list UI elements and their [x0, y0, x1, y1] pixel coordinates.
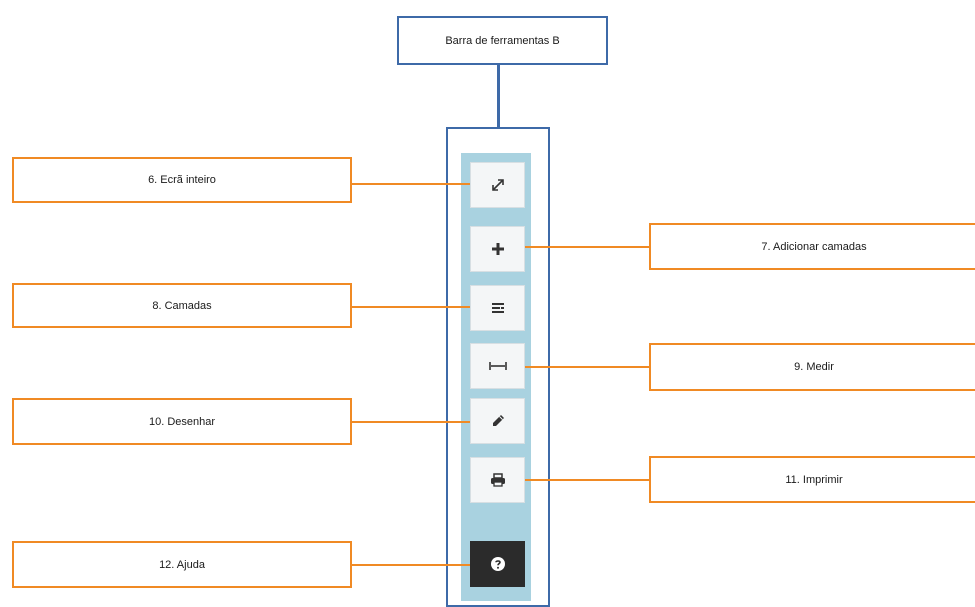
measure-icon	[488, 362, 507, 370]
measure-button[interactable]	[470, 343, 525, 389]
callout-help-label: 12. Ajuda	[159, 558, 205, 571]
draw-button[interactable]	[470, 398, 525, 444]
fullscreen-button[interactable]	[470, 162, 525, 208]
pencil-icon	[492, 415, 504, 426]
callout-measure: 9. Medir	[649, 343, 975, 391]
callout-line-add-layers	[525, 246, 651, 248]
print-button[interactable]	[470, 457, 525, 503]
toolbar-title-box: Barra de ferramentas B	[397, 16, 608, 65]
callout-line-measure	[525, 366, 651, 368]
callout-fullscreen-label: 6. Ecrã inteiro	[148, 174, 216, 186]
add-layers-button[interactable]	[470, 226, 525, 272]
callout-layers: 8. Camadas	[12, 283, 352, 328]
callout-print-label: 11. Imprimir	[785, 473, 843, 486]
callout-fullscreen: 6. Ecrã inteiro	[12, 157, 352, 203]
callout-add-layers-label: 7. Adicionar camadas	[761, 240, 867, 253]
layers-button[interactable]	[470, 285, 525, 331]
callout-print: 11. Imprimir	[649, 456, 975, 503]
callout-line-layers	[352, 306, 470, 308]
callout-line-draw	[352, 421, 470, 423]
callout-layers-label: 8. Camadas	[152, 299, 212, 312]
callout-draw: 10. Desenhar	[12, 398, 352, 445]
toolbar-title: Barra de ferramentas B	[445, 34, 560, 47]
fullscreen-icon	[491, 179, 504, 191]
layers-icon	[491, 303, 504, 313]
title-connector	[497, 65, 500, 128]
help-icon	[490, 557, 505, 571]
callout-draw-label: 10. Desenhar	[148, 415, 216, 428]
callout-help: 12. Ajuda	[12, 541, 352, 588]
help-button[interactable]	[470, 541, 525, 587]
callout-measure-label: 9. Medir	[794, 361, 834, 373]
callout-add-layers: 7. Adicionar camadas	[649, 223, 975, 270]
callout-line-print	[525, 479, 651, 481]
plus-icon	[491, 243, 504, 255]
callout-line-fullscreen	[352, 183, 470, 185]
print-icon	[490, 473, 505, 487]
callout-line-help	[352, 564, 470, 566]
